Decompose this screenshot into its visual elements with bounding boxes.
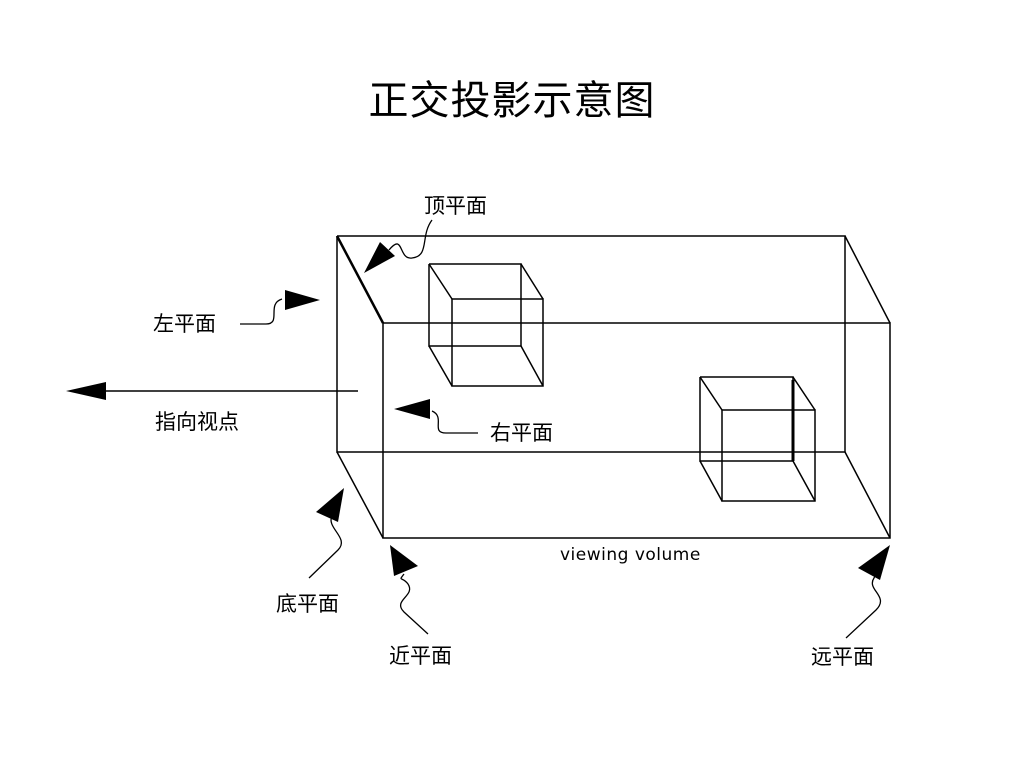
label-far-plane: 远平面 <box>811 645 874 669</box>
label-viewpoint: 指向视点 <box>155 410 239 434</box>
volume-front-face <box>382 322 891 539</box>
label-viewing-volume: viewing volume <box>560 545 701 565</box>
left-plane-arrow-icon <box>285 290 320 310</box>
viewpoint-arrowhead-icon <box>66 382 106 400</box>
label-left-plane: 左平面 <box>153 312 216 336</box>
label-bottom-plane: 底平面 <box>276 592 339 616</box>
right-plane-callout <box>394 399 478 434</box>
volume-edge-bottom-right <box>844 451 891 539</box>
top-plane-arrow-icon <box>364 242 395 273</box>
left-plane-callout <box>240 290 320 325</box>
volume-edge-top-left <box>335 235 385 324</box>
near-plane-callout <box>390 545 429 635</box>
near-plane-arrow-icon <box>390 545 418 576</box>
cube-object-2 <box>699 376 816 502</box>
bottom-plane-callout <box>308 488 344 579</box>
far-plane-callout <box>845 545 890 639</box>
label-top-plane: 顶平面 <box>424 194 487 218</box>
label-near-plane: 近平面 <box>389 644 452 668</box>
volume-edge-top-right <box>844 235 891 324</box>
volume-edge-bottom-left <box>336 451 384 539</box>
far-plane-arrow-icon <box>858 545 890 580</box>
slide-title: 正交投影示意图 <box>368 78 656 124</box>
cube-object-1 <box>428 263 544 387</box>
right-plane-arrow-icon <box>394 399 430 419</box>
bottom-plane-arrow-icon <box>316 488 344 522</box>
top-plane-callout <box>364 219 433 273</box>
volume-back-face <box>336 235 846 453</box>
label-right-plane: 右平面 <box>490 421 553 445</box>
viewing-volume-box <box>335 235 891 539</box>
viewpoint-arrow <box>66 382 358 400</box>
